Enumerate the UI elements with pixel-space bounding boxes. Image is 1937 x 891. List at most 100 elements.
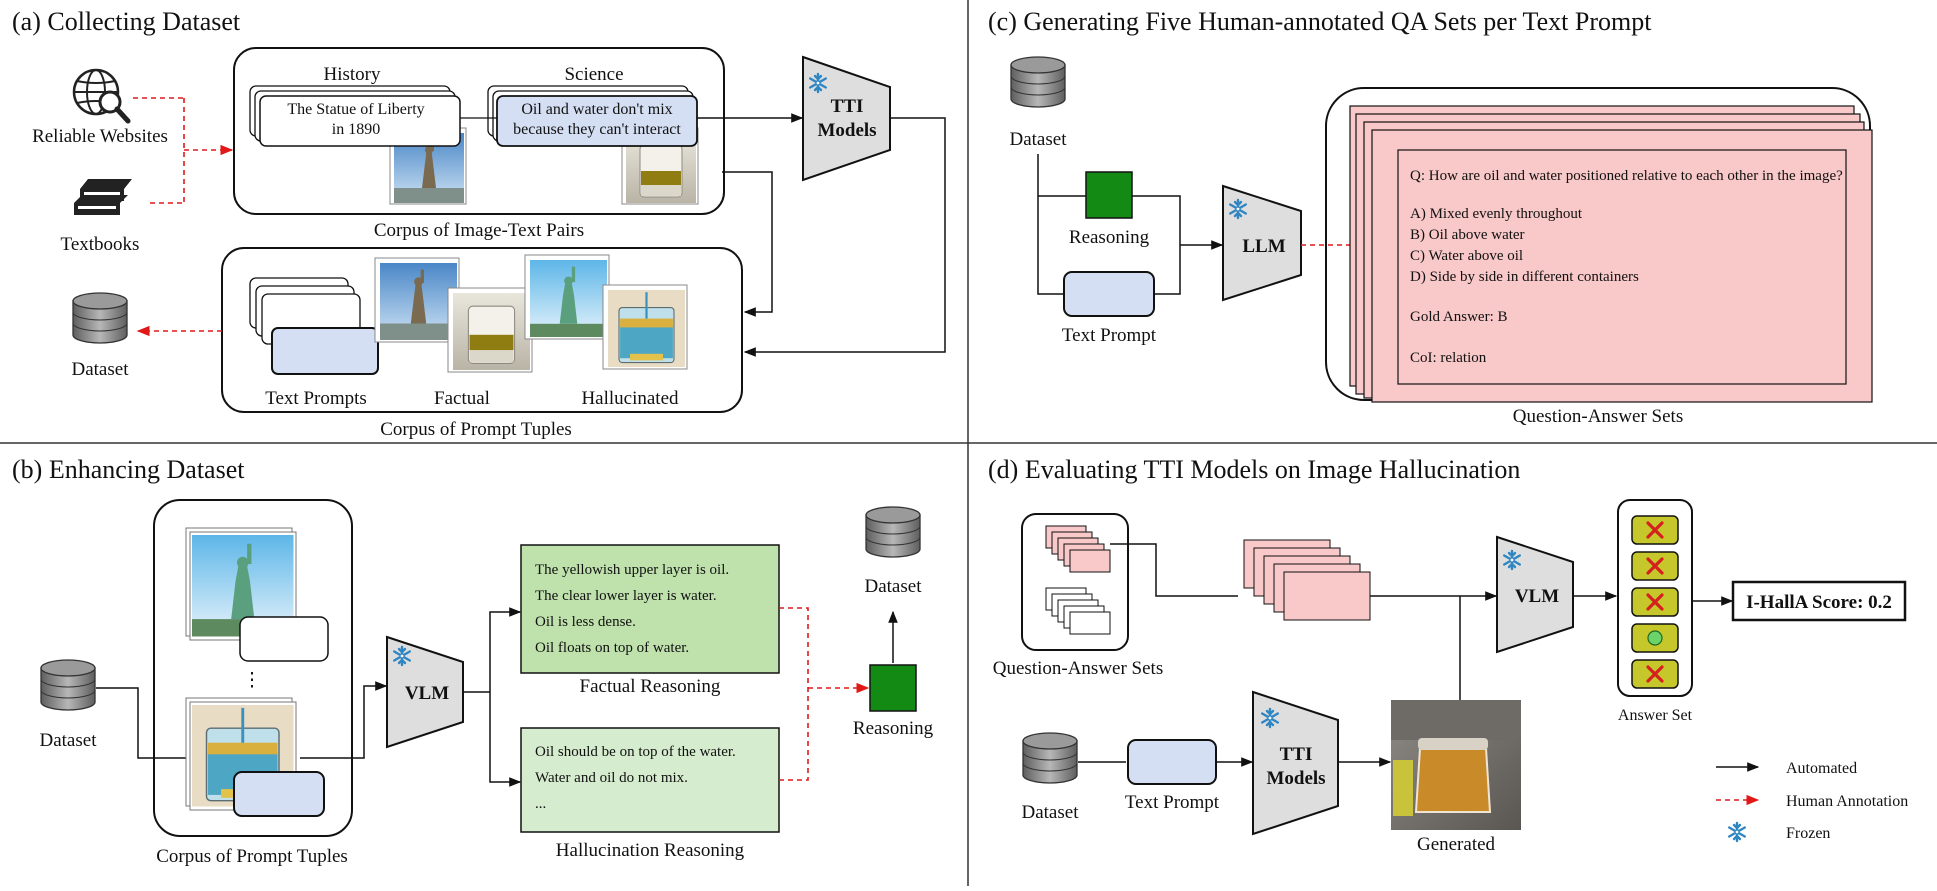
panel-b: (b) Enhancing Dataset Dataset ⋮ Corpus o…: [12, 455, 934, 867]
reasoning-square-b: [869, 664, 917, 712]
text-prompts-label: Text Prompts: [265, 388, 367, 409]
qa-sets-label-d: Question-Answer Sets: [993, 658, 1163, 679]
text-prompt-label-d: Text Prompt: [1125, 792, 1220, 813]
factual-line-1: The yellowish upper layer is oil.: [535, 562, 729, 578]
legend-frozen: Frozen: [1786, 825, 1830, 842]
image-text-pairs-label: Corpus of Image-Text Pairs: [374, 220, 584, 241]
generated-image: [1391, 700, 1521, 830]
ellipsis: ⋮: [243, 670, 262, 691]
factual-reasoning-label: Factual Reasoning: [580, 676, 721, 697]
qa-sets-mini-box: [1021, 513, 1129, 651]
history-text-line-1: The Statue of Liberty: [287, 101, 424, 118]
panel-b-title: (b) Enhancing Dataset: [12, 455, 245, 484]
database-icon: [865, 506, 921, 558]
dataset-right-label: Dataset: [865, 576, 923, 597]
tti-label-d-2: Models: [1266, 768, 1325, 789]
qa-option-a: A) Mixed evenly throughout: [1410, 206, 1583, 222]
llm-label: LLM: [1242, 236, 1285, 257]
panel-a: (a) Collecting Dataset Reliable Websites…: [12, 7, 946, 440]
tti-models-block-d: TTI Models: [1252, 690, 1339, 836]
text-prompt-label-c: Text Prompt: [1062, 325, 1157, 346]
dataset-left-label: Dataset: [40, 730, 98, 751]
science-text-line-1: Oil and water don't mix: [521, 101, 672, 118]
halluc-line-2: Water and oil do not mix.: [535, 770, 688, 786]
text-prompt-box-c: [1063, 271, 1155, 317]
qa-stack-mid: [1243, 539, 1371, 621]
factual-line-4: Oil floats on top of water.: [535, 640, 689, 656]
llm-block: LLM: [1222, 184, 1302, 302]
tuple-images-b: ⋮: [185, 527, 329, 817]
answer-marks: [1631, 515, 1679, 689]
vlm-label-b: VLM: [405, 683, 449, 704]
text-prompt-cards: [249, 277, 379, 375]
factual-label: Factual: [434, 388, 490, 409]
science-cards: Oil and water don't mix because they can…: [487, 85, 699, 205]
qa-option-d: D) Side by side in different containers: [1410, 269, 1639, 285]
answer-correct-mark: [1631, 623, 1679, 653]
history-cards: The Statue of Liberty in 1890: [249, 85, 467, 205]
dataset-label-a: Dataset: [72, 359, 130, 380]
halluc-line-3: ...: [535, 796, 546, 812]
qa-question: Q: How are oil and water positioned rela…: [1410, 168, 1843, 184]
factual-line-3: Oil is less dense.: [535, 614, 636, 630]
qa-mini-stack-pink: [1045, 525, 1111, 573]
vlm-block-b: VLM: [386, 635, 464, 749]
factual-images: [374, 257, 533, 373]
tti-models-block-a: TTI Models: [802, 55, 891, 182]
panel-a-title: (a) Collecting Dataset: [12, 7, 241, 36]
qa-option-b: B) Oil above water: [1410, 227, 1525, 243]
database-icon: [72, 292, 128, 344]
dataset-label-c: Dataset: [1010, 129, 1068, 150]
answer-wrong-mark: [1631, 551, 1679, 581]
database-icon: [1010, 56, 1066, 108]
hallucination-reasoning-box: [520, 727, 780, 833]
score-label: I-HallA Score: 0.2: [1746, 592, 1892, 613]
prompt-tuples-label: Corpus of Prompt Tuples: [380, 419, 572, 440]
answer-set-box: [1617, 499, 1693, 697]
panel-d: (d) Evaluating TTI Models on Image Hallu…: [988, 455, 1908, 855]
answer-wrong-mark: [1631, 587, 1679, 617]
legend-automated: Automated: [1786, 760, 1857, 777]
vlm-block-d: VLM: [1496, 535, 1574, 654]
reasoning-label-b: Reasoning: [853, 718, 934, 739]
tti-label-d-1: TTI: [1280, 744, 1313, 765]
answer-wrong-mark: [1631, 659, 1679, 689]
history-text-line-2: in 1890: [332, 121, 380, 138]
science-label: Science: [564, 64, 623, 85]
hallucination-reasoning-label: Hallucination Reasoning: [556, 840, 745, 861]
globe-icon: [72, 68, 131, 124]
score-box: [1731, 580, 1907, 622]
books-icon: [74, 179, 132, 215]
qa-sets-label-c: Question-Answer Sets: [1513, 406, 1683, 427]
human-annotation-arrows-b: [779, 607, 870, 781]
tti-label-1: TTI: [831, 96, 864, 117]
database-icon: [1022, 732, 1078, 784]
qa-mini-stack-white: [1045, 587, 1111, 635]
reliable-websites-label: Reliable Websites: [32, 126, 168, 147]
answer-wrong-mark: [1631, 515, 1679, 545]
panel-d-title: (d) Evaluating TTI Models on Image Hallu…: [988, 455, 1520, 484]
hallucinated-images: [524, 254, 688, 370]
qa-gold-answer: Gold Answer: B: [1410, 309, 1508, 325]
answer-set-label: Answer Set: [1618, 707, 1693, 724]
factual-line-2: The clear lower layer is water.: [535, 588, 717, 604]
generated-label: Generated: [1417, 834, 1496, 855]
prompt-tuples-box: [221, 247, 743, 413]
text-prompt-box-d: [1127, 739, 1217, 785]
science-text-line-2: because they can't interact: [513, 121, 681, 138]
legend-human: Human Annotation: [1786, 793, 1908, 810]
hallucinated-label: Hallucinated: [581, 388, 679, 409]
reasoning-square-c: [1085, 171, 1133, 219]
human-annotation-arrows-a: [133, 97, 234, 204]
vlm-label-d: VLM: [1515, 586, 1559, 607]
tti-output-arrows: [722, 117, 946, 357]
factual-reasoning-box: [520, 544, 780, 674]
reasoning-label-c: Reasoning: [1069, 227, 1150, 248]
qa-coi: CoI: relation: [1410, 350, 1487, 366]
qa-card-front: [1397, 149, 1847, 385]
snowflake-icon: [1727, 821, 1747, 843]
qa-option-c: C) Water above oil: [1410, 248, 1523, 264]
database-icon: [40, 659, 96, 711]
